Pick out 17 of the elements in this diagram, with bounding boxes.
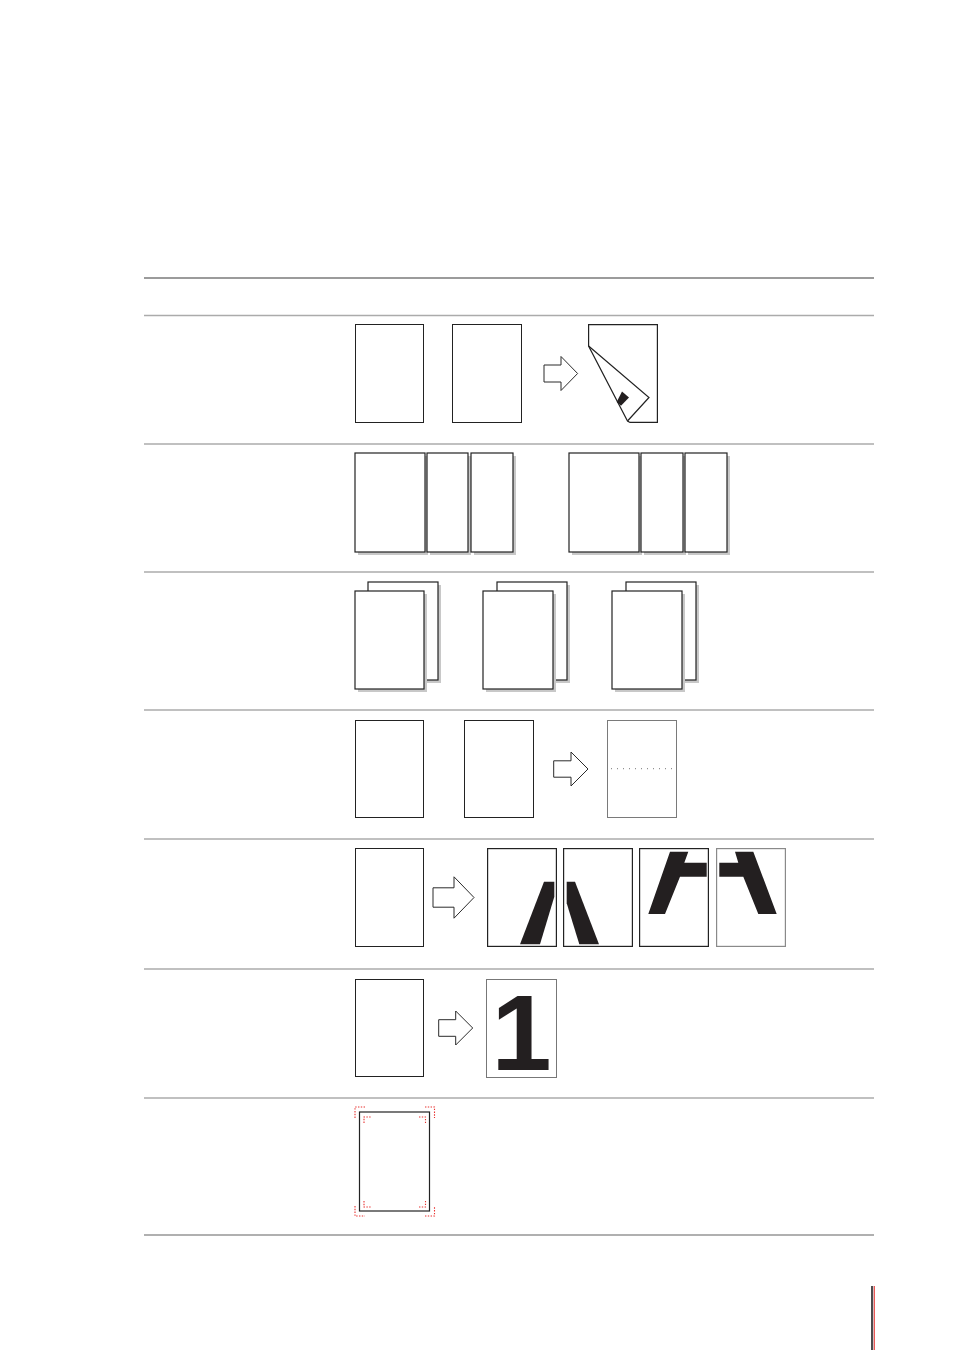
blank-page [355, 848, 424, 947]
block-arrow [438, 1010, 474, 1046]
poster-tile-drawing [716, 848, 786, 947]
blank-page [355, 324, 424, 423]
poster-tile-drawing [639, 848, 709, 947]
block-arrow [432, 876, 475, 919]
block-arrow [553, 751, 589, 787]
blank-page [355, 979, 424, 1077]
large-numeral: 1 [490, 990, 553, 1075]
folded-page-drawing [588, 324, 658, 423]
blank-page [355, 720, 424, 818]
printed-page [486, 979, 557, 1078]
poster-tile-drawing [563, 848, 633, 947]
poster-tile-drawing [487, 848, 557, 947]
blank-page [464, 720, 534, 818]
block-arrow [543, 356, 579, 391]
blank-page [452, 324, 522, 423]
